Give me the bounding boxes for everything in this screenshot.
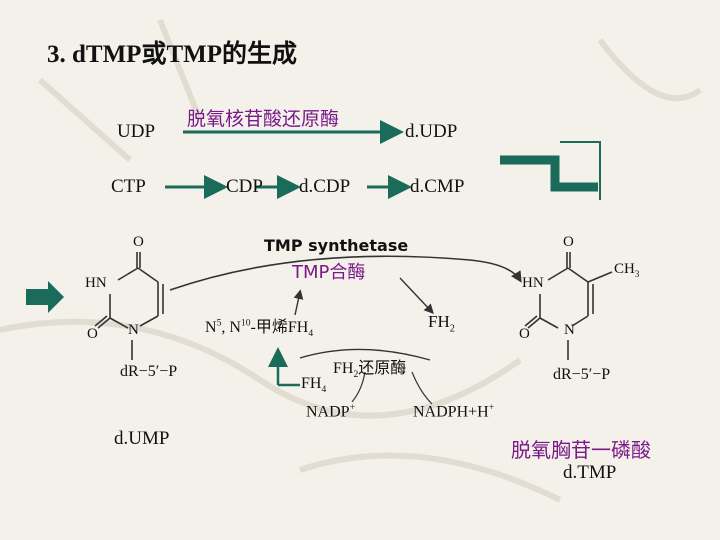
dtmp-n: N	[564, 322, 575, 338]
dump-o-left: O	[87, 326, 98, 342]
dtmp-label: d.TMP	[563, 462, 617, 483]
slide-title: 3. dTMP或TMP的生成	[47, 41, 297, 68]
dcmp-label: d.CMP	[410, 176, 465, 197]
dudp-label: d.UDP	[405, 121, 458, 142]
dump-hn: HN	[85, 275, 107, 291]
fh4-label: FH4	[301, 375, 327, 396]
cdp-label: CDP	[226, 176, 263, 197]
dump-label: d.UMP	[114, 428, 170, 449]
arrow-synthase	[169, 255, 522, 291]
fh2-label: FH2	[428, 312, 455, 335]
dtmp-o-left: O	[519, 326, 530, 342]
pointer-arrow-icon	[26, 281, 64, 313]
dump-sugar: dR−5′−P	[120, 363, 178, 380]
dtmp-ch3: CH3	[614, 261, 640, 279]
dtmp-name-cn: 脱氧胸苷一磷酸	[511, 438, 651, 462]
fh2-reductase-label: FH2还原酶	[333, 360, 407, 381]
arrow-fh2-out	[399, 277, 434, 315]
nadp-label: NADP+	[306, 402, 355, 421]
dtmp-ring	[524, 252, 613, 360]
ribonucleotide-reductase-label: 脱氧核苷酸还原酶	[187, 108, 340, 130]
arrow-fh2-to-fh4	[299, 348, 431, 361]
nadph-label: NADPH+H+	[413, 402, 495, 421]
dcdp-label: d.CDP	[299, 176, 351, 197]
arrow-n5n10-in	[293, 289, 304, 316]
step-bracket-bar	[500, 155, 598, 192]
udp-label: UDP	[117, 121, 156, 142]
dump-n: N	[128, 322, 139, 338]
dtmp-sugar: dR−5′−P	[553, 366, 611, 383]
step-bracket-outline	[560, 141, 601, 200]
synthase-name-cn: TMP合酶	[292, 262, 366, 283]
dtmp-hn: HN	[522, 275, 544, 291]
nadph-link	[411, 371, 433, 405]
nadp-link	[351, 371, 366, 403]
n5n10-methylene-fh4-label: N5, N10-甲烯FH4	[205, 317, 314, 340]
dump-ring	[94, 252, 164, 360]
dtmp-o-top: O	[563, 234, 574, 250]
ctp-label: CTP	[111, 176, 146, 197]
synthase-name-en: TMP synthetase	[264, 236, 409, 255]
dump-o-top: O	[133, 234, 144, 250]
